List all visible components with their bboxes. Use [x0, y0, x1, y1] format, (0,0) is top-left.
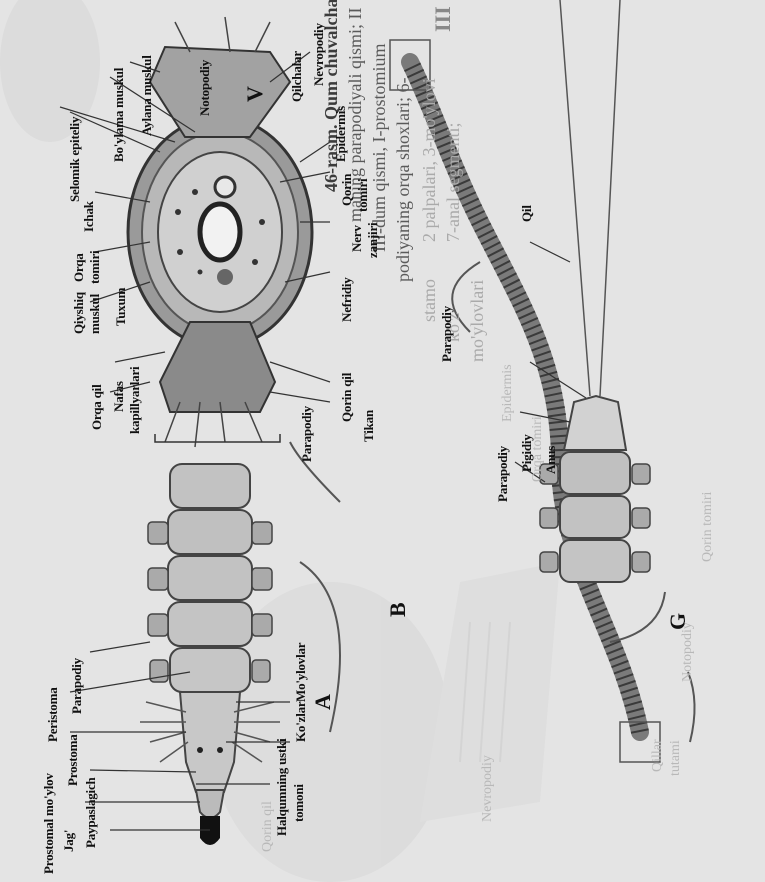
label-notopodiy: Notopodiy [198, 60, 212, 116]
panel-v-letter: V [242, 86, 268, 102]
caption-line-6: mo'ylovlari [466, 280, 488, 362]
label-nerv-1: Nerv [350, 225, 364, 252]
caption-line-2: III-dum qismi, I-prostomium [368, 44, 390, 252]
label-qiyshiq-2: muskul [88, 294, 102, 334]
caption-line-8: 7-anal segmenti; [442, 123, 464, 242]
label-orqa-tomir-1: Orqa [72, 253, 86, 282]
label-nafas-2: kapillyarlari [128, 367, 142, 434]
label-qorin-tomir-2: tomiri [356, 179, 370, 212]
panel-a-letter: A [310, 694, 336, 710]
label-parapodiy-g: Parapodiy [496, 446, 510, 502]
label-parapodiy-v: Parapodiy [300, 406, 314, 462]
label-selomik: Selomik epiteliy [68, 117, 82, 202]
faint-qillar-1: Qillar [650, 739, 666, 772]
label-ichak: Ichak [82, 201, 96, 232]
label-nefridiy: Nefridiy [340, 277, 354, 322]
label-qorin-qil: Qorin qil [340, 373, 354, 422]
label-nevropodiy: Nevropodiy [312, 23, 326, 86]
label-moylovlar: Mo'ylovlar [294, 643, 308, 702]
label-jag: Jag' [62, 830, 76, 852]
label-halqum-2: tomoni [292, 784, 306, 822]
panel-b-letter: B [385, 602, 411, 617]
label-anus: Anus [544, 446, 558, 474]
faint-qillar-2: tutami [668, 740, 684, 776]
label-tuxum: Tuxum [114, 288, 128, 326]
label-orqa-qil: Orqa qil [90, 385, 104, 430]
label-paypaslagich: Paypaslagich [84, 777, 98, 848]
label-peristoma: Peristoma [46, 687, 60, 742]
label-kozlar: Ko'zlar [294, 702, 308, 742]
label-qiyshiq-1: Qiyshiq [72, 292, 86, 334]
faint-qorin-tomir: Qorin tomiri [700, 492, 716, 562]
caption-line-7: 2 palpalari, 3-mo'ylovi [418, 78, 440, 242]
label-nerv-2: zanjiri [366, 223, 380, 258]
label-prostoma: Prostoma [66, 734, 80, 786]
caption-line-3: podiyaning orqa shoxlari; 6- [392, 78, 414, 282]
label-epidermis: Epidermis [334, 106, 348, 162]
label-aylana: Aylana muskul [140, 55, 154, 136]
label-halqum-1: Halqumning ustki [275, 738, 289, 836]
label-qorin-tomir-1: Qorin [340, 174, 354, 206]
label-parapodiy-a: Parapodiy [70, 658, 84, 714]
label-nafas-1: Nafas [112, 381, 126, 412]
label-qilchalar: Qilchalar [290, 51, 304, 102]
label-orqa-tomir-2: tomiri [88, 251, 102, 284]
faint-epidermis: Epidermis [500, 364, 516, 422]
label-tikan: Tikan [362, 410, 376, 442]
label-qil: Qil [520, 205, 534, 222]
faint-qorin-qil: Qorin qil [260, 801, 276, 852]
caption-line-4: stamo [418, 279, 440, 322]
label-prostomal-moylov: Prostomal mo'ylov [42, 773, 56, 874]
label-boylama: Bo'ylama muskul [112, 68, 126, 162]
faint-orqa-tomir: Orqa tomiri [530, 416, 546, 482]
roman-three: III [430, 6, 456, 32]
label-parapodiy-b: Parapodiy [440, 306, 454, 362]
faint-nevropodiy: Nevropodiy [480, 755, 496, 822]
faint-notopodiy: Notopodiy [680, 622, 696, 682]
